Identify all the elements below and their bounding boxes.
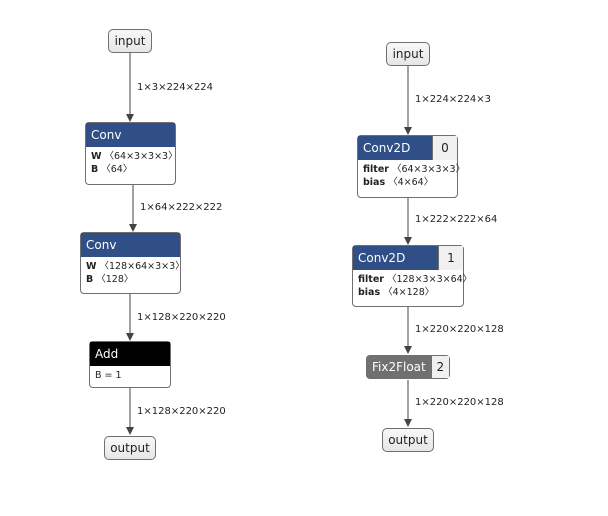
- left-conv-1-w-val: 〈64×3×3×3〉: [104, 151, 178, 162]
- left-conv-node-2[interactable]: Conv W〈128×64×3×3〉 B〈128〉: [80, 232, 185, 294]
- right-conv2d-node-1[interactable]: Conv2D 1 filter〈128×3×3×64〉 bias〈4×128〉: [352, 245, 472, 307]
- left-conv-1-title: Conv: [91, 128, 122, 142]
- right-output-label: output: [388, 433, 428, 447]
- right-conv2d-0-filter-key: filter: [363, 164, 389, 175]
- left-conv-node-1[interactable]: Conv W〈64×3×3×3〉 B〈64〉: [85, 122, 178, 185]
- right-fix2float-index: 2: [430, 356, 449, 378]
- left-conv-2-b-key: B: [86, 274, 94, 285]
- right-edge-label-4: 1×220×220×128: [415, 397, 504, 408]
- left-conv-1-b-val: 〈64〉: [101, 164, 133, 175]
- right-conv2d-1-title: Conv2D: [358, 251, 406, 265]
- left-add-attr: B = 1: [95, 370, 122, 381]
- left-add-title: Add: [95, 347, 119, 361]
- right-conv2d-node-0[interactable]: Conv2D 0 filter〈64×3×3×3〉 bias〈4×64〉: [357, 135, 465, 198]
- right-conv2d-0-bias-key: bias: [363, 177, 386, 188]
- right-fix2float-title: Fix2Float: [367, 356, 431, 378]
- right-edge-label-3: 1×220×220×128: [415, 324, 504, 335]
- right-conv2d-0-bias-val: 〈4×64〉: [388, 177, 434, 188]
- left-conv-1-w-key: W: [91, 151, 102, 162]
- right-output-node[interactable]: output: [382, 428, 434, 452]
- left-conv-2-w-key: W: [86, 261, 97, 272]
- right-conv2d-1-index: 1: [438, 246, 463, 270]
- right-input-label: input: [392, 47, 424, 61]
- left-input-node[interactable]: input: [108, 29, 152, 53]
- right-conv2d-1-filter-val: 〈128×3×3×64〉: [386, 274, 473, 285]
- right-conv2d-1-bias-val: 〈4×128〉: [383, 287, 435, 298]
- left-input-label: input: [114, 34, 146, 48]
- right-conv2d-0-index: 0: [432, 136, 457, 160]
- left-conv-2-title: Conv: [86, 238, 117, 252]
- left-output-node[interactable]: output: [104, 436, 156, 460]
- left-conv-2-b-val: 〈128〉: [96, 274, 134, 285]
- left-output-label: output: [110, 441, 150, 455]
- right-conv2d-0-filter-val: 〈64×3×3×3〉: [391, 164, 466, 175]
- right-conv2d-0-title: Conv2D: [363, 141, 411, 155]
- right-edge-label-1: 1×224×224×3: [415, 94, 492, 105]
- right-conv2d-1-filter-key: filter: [358, 274, 384, 285]
- left-add-node[interactable]: Add B = 1: [89, 341, 171, 388]
- left-edge-label-3: 1×128×220×220: [137, 312, 226, 323]
- right-fix2float-node[interactable]: Fix2Float 2: [366, 355, 450, 379]
- left-conv-2-w-val: 〈128×64×3×3〉: [99, 261, 185, 272]
- right-input-node[interactable]: input: [386, 42, 430, 66]
- left-edge-label-2: 1×64×222×222: [140, 202, 223, 213]
- right-conv2d-1-bias-key: bias: [358, 287, 381, 298]
- left-edge-label-1: 1×3×224×224: [137, 82, 214, 93]
- left-conv-1-b-key: B: [91, 164, 99, 175]
- right-edge-label-2: 1×222×222×64: [415, 214, 498, 225]
- left-edge-label-4: 1×128×220×220: [137, 406, 226, 417]
